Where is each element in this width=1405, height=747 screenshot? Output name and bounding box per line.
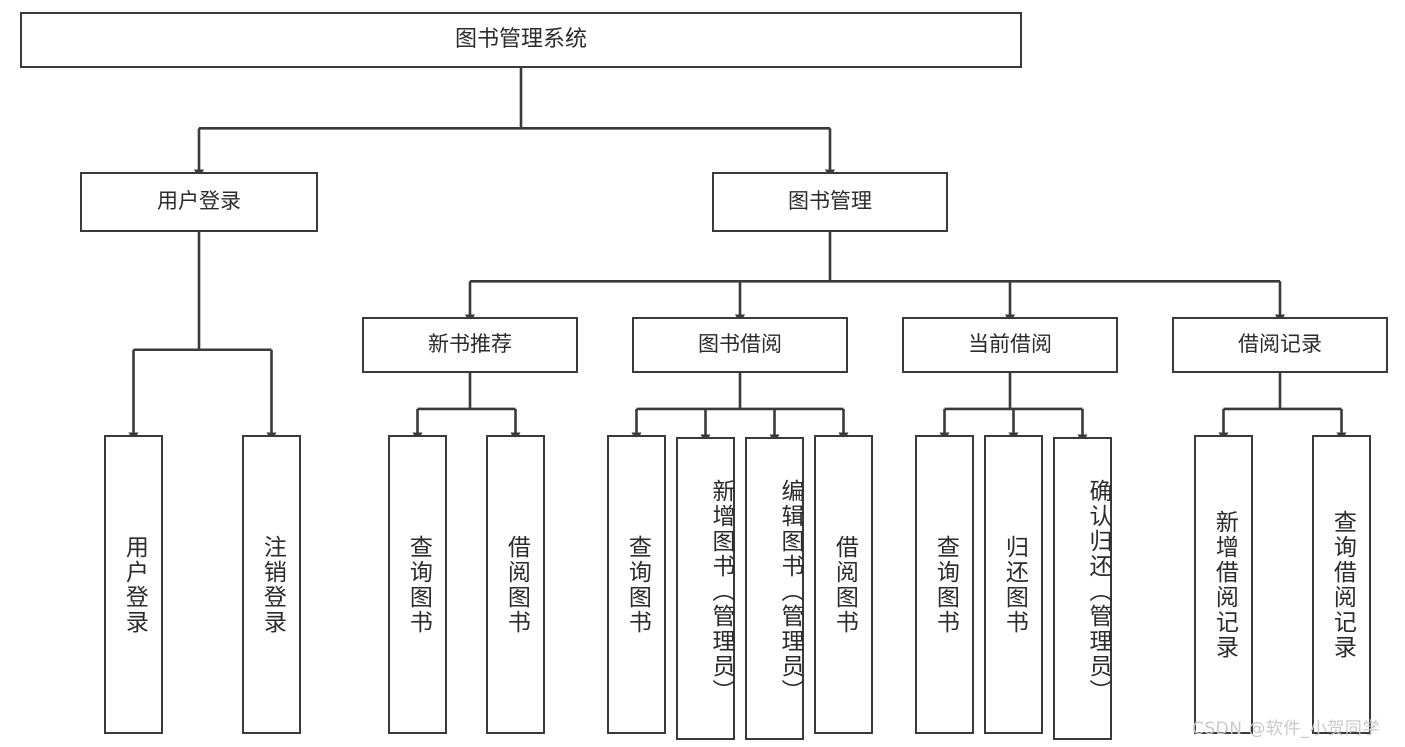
leaf-confirm-return-label: 确认归还（管理员） bbox=[1085, 479, 1111, 704]
leaf-confirm-return[interactable]: 确认归还（管理员） bbox=[1053, 437, 1112, 740]
node-current-borrow[interactable]: 当前借阅 bbox=[902, 317, 1118, 373]
leaf-edit-book[interactable]: 编辑图书（管理员） bbox=[745, 437, 804, 740]
leaf-borrow-book-1-label: 借阅图书 bbox=[503, 534, 530, 635]
node-current-borrow-label: 当前借阅 bbox=[968, 332, 1052, 357]
leaf-query-book-3-label: 查询图书 bbox=[932, 534, 959, 635]
leaf-return-book[interactable]: 归还图书 bbox=[984, 435, 1043, 734]
leaf-borrow-book-2-label: 借阅图书 bbox=[831, 534, 858, 635]
node-new-book-recommend[interactable]: 新书推荐 bbox=[362, 317, 578, 373]
node-root[interactable]: 图书管理系统 bbox=[20, 12, 1022, 68]
node-book-borrow[interactable]: 图书借阅 bbox=[632, 317, 848, 373]
leaf-user-login[interactable]: 用户登录 bbox=[104, 435, 163, 734]
node-borrow-record-label: 借阅记录 bbox=[1238, 332, 1322, 357]
leaf-add-book-label: 新增图书（管理员） bbox=[708, 479, 734, 704]
leaf-logout[interactable]: 注销登录 bbox=[242, 435, 301, 734]
leaf-borrow-book-2[interactable]: 借阅图书 bbox=[814, 435, 873, 734]
node-book-manage[interactable]: 图书管理 bbox=[712, 172, 948, 232]
leaf-query-book-1[interactable]: 查询图书 bbox=[388, 435, 447, 734]
leaf-return-book-label: 归还图书 bbox=[1001, 534, 1028, 635]
watermark: CSDN @软件_小贺同学 bbox=[1192, 719, 1380, 739]
leaf-add-borrow-record-label: 新增借阅记录 bbox=[1211, 509, 1238, 660]
leaf-query-borrow-record[interactable]: 查询借阅记录 bbox=[1312, 435, 1371, 734]
leaf-borrow-book-1[interactable]: 借阅图书 bbox=[486, 435, 545, 734]
leaf-add-borrow-record[interactable]: 新增借阅记录 bbox=[1194, 435, 1253, 734]
leaf-edit-book-label: 编辑图书（管理员） bbox=[777, 479, 803, 704]
node-borrow-record[interactable]: 借阅记录 bbox=[1172, 317, 1388, 373]
node-user-login[interactable]: 用户登录 bbox=[80, 172, 318, 232]
leaf-query-book-2[interactable]: 查询图书 bbox=[607, 435, 666, 734]
leaf-query-book-2-label: 查询图书 bbox=[624, 534, 651, 635]
leaf-add-book[interactable]: 新增图书（管理员） bbox=[676, 437, 735, 740]
node-new-book-recommend-label: 新书推荐 bbox=[428, 332, 512, 357]
leaf-logout-label: 注销登录 bbox=[259, 534, 286, 635]
leaf-user-login-label: 用户登录 bbox=[121, 534, 148, 635]
leaf-query-book-1-label: 查询图书 bbox=[405, 534, 432, 635]
leaf-query-borrow-record-label: 查询借阅记录 bbox=[1329, 509, 1356, 660]
node-root-label: 图书管理系统 bbox=[454, 26, 587, 52]
node-user-login-label: 用户登录 bbox=[157, 189, 241, 214]
leaf-query-book-3[interactable]: 查询图书 bbox=[915, 435, 974, 734]
node-book-manage-label: 图书管理 bbox=[788, 189, 872, 214]
node-book-borrow-label: 图书借阅 bbox=[698, 332, 782, 357]
